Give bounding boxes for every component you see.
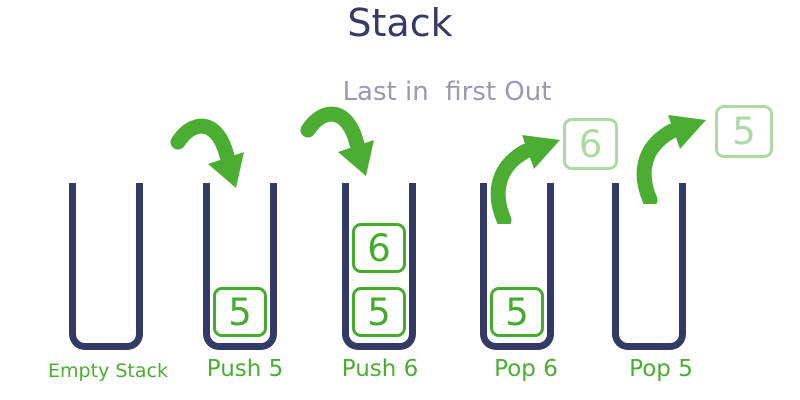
- pop-arrow-icon: [490, 135, 560, 224]
- stage-label-push-6: Push 6: [341, 356, 419, 382]
- stage-label-pop-6: Pop 6: [494, 356, 558, 382]
- stack-container-push6: 6 5: [342, 183, 416, 350]
- subtitle: Last in first Out: [342, 77, 552, 107]
- stage-label-pop-5: Pop 5: [629, 356, 693, 382]
- stage-label-empty-stack: Empty Stack: [48, 360, 168, 382]
- stack-item: 5: [213, 287, 267, 337]
- stack-item: 6: [352, 223, 406, 273]
- page-title: Stack: [347, 1, 453, 45]
- stack-container-push5: 5: [203, 183, 277, 350]
- stack-item: 5: [490, 287, 544, 337]
- stack-item: 5: [352, 287, 406, 337]
- popped-item: 5: [715, 105, 773, 158]
- stack-container-pop6: 5: [480, 183, 554, 350]
- stack-container-empty: [69, 183, 143, 350]
- push-arrow-icon: [300, 106, 374, 176]
- stage-label-push-5: Push 5: [206, 356, 284, 382]
- pop-arrow-icon: [636, 115, 706, 204]
- stack-container-pop5: [612, 183, 686, 350]
- push-arrow-icon: [170, 118, 244, 188]
- popped-item: 6: [563, 118, 618, 170]
